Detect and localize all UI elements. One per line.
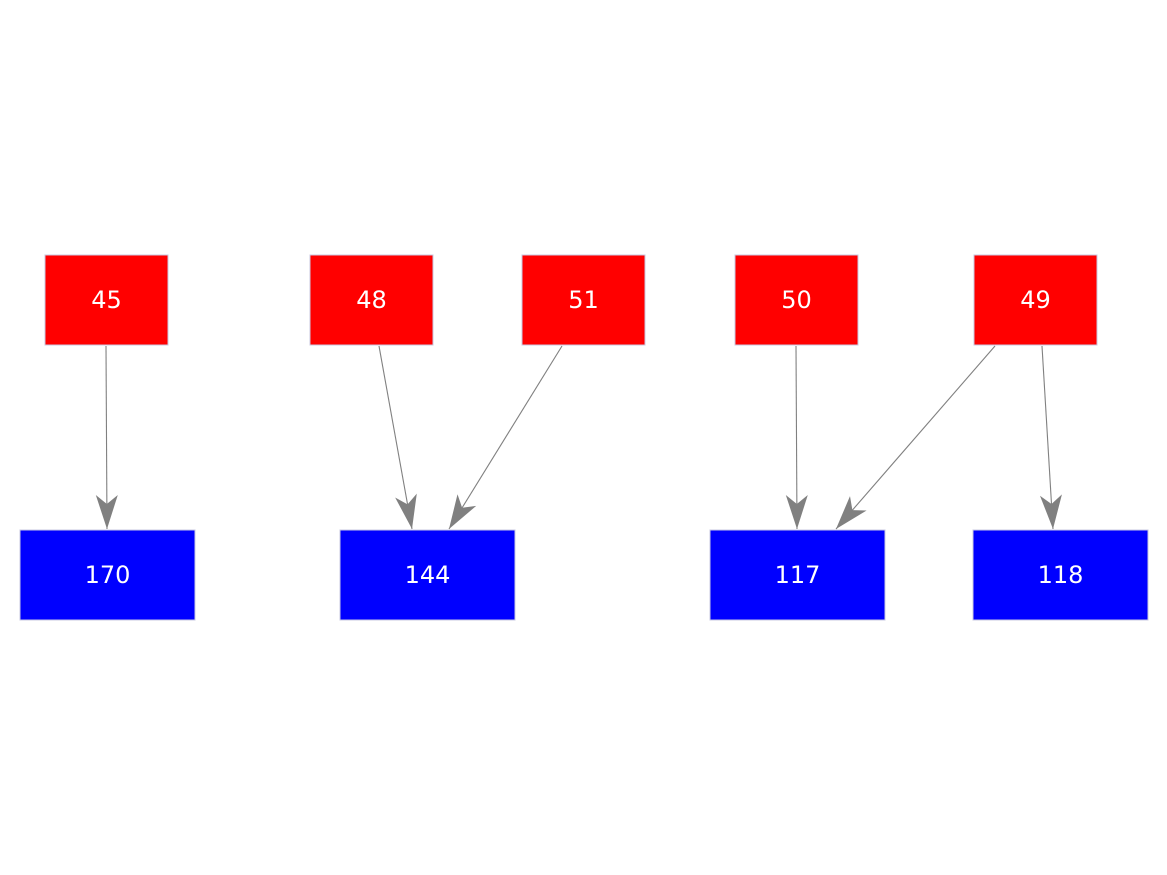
- node-box[interactable]: [734, 254, 859, 346]
- edge-49-to-118: [1039, 345, 1062, 530]
- node-box[interactable]: [19, 529, 196, 621]
- edge-49-to-117: [835, 345, 996, 530]
- node-118[interactable]: 118: [972, 529, 1149, 621]
- node-label: 51: [568, 286, 599, 314]
- arrowhead-icon: [836, 496, 867, 529]
- node-box[interactable]: [709, 529, 886, 621]
- node-box[interactable]: [972, 529, 1149, 621]
- node-label: 45: [91, 286, 122, 314]
- edge-50-to-117: [785, 345, 808, 530]
- node-label: 144: [405, 561, 451, 589]
- edge-line: [378, 345, 413, 530]
- node-144[interactable]: 144: [339, 529, 516, 621]
- node-label: 118: [1038, 561, 1084, 589]
- node-box[interactable]: [44, 254, 169, 346]
- edge-line: [105, 345, 108, 530]
- node-label: 48: [356, 286, 387, 314]
- node-label: 49: [1020, 286, 1051, 314]
- edge-45-to-170: [95, 345, 118, 530]
- arrowhead-icon: [449, 494, 477, 529]
- arrowhead-icon: [1039, 494, 1062, 529]
- node-box[interactable]: [339, 529, 516, 621]
- node-box[interactable]: [309, 254, 434, 346]
- arrowhead-icon: [95, 494, 118, 529]
- edge-48-to-144: [378, 345, 417, 530]
- node-box[interactable]: [973, 254, 1098, 346]
- node-label: 117: [775, 561, 821, 589]
- node-box[interactable]: [521, 254, 646, 346]
- edge-line: [835, 345, 996, 530]
- node-170[interactable]: 170: [19, 529, 196, 621]
- node-49[interactable]: 49: [973, 254, 1098, 346]
- node-117[interactable]: 117: [709, 529, 886, 621]
- edges-layer: [95, 345, 1062, 530]
- node-51[interactable]: 51: [521, 254, 646, 346]
- node-48[interactable]: 48: [309, 254, 434, 346]
- edge-line: [448, 345, 563, 530]
- node-label: 170: [85, 561, 131, 589]
- arrowhead-icon: [785, 494, 808, 529]
- node-label: 50: [781, 286, 812, 314]
- arrowhead-icon: [395, 493, 417, 529]
- edge-line: [795, 345, 798, 530]
- edge-line: [1041, 345, 1054, 530]
- nodes-layer: 45 48 51 50 49 170 144 117 118: [19, 254, 1149, 621]
- node-45[interactable]: 45: [44, 254, 169, 346]
- node-50[interactable]: 50: [734, 254, 859, 346]
- edge-51-to-144: [448, 345, 563, 530]
